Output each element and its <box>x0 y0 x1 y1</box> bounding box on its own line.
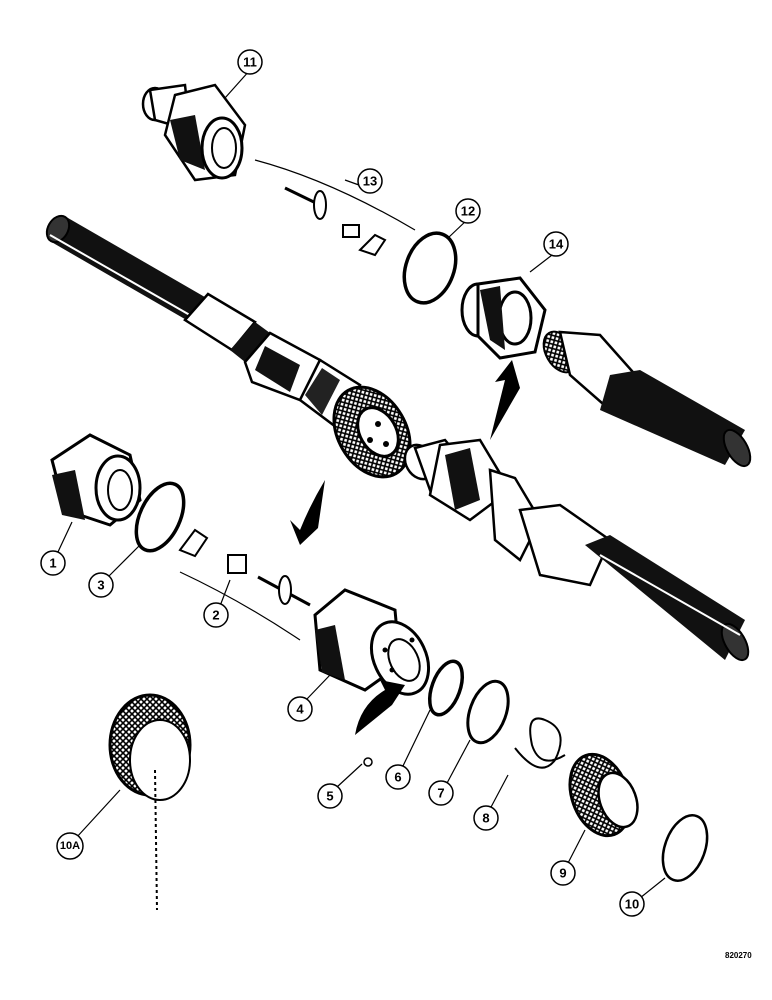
callouts: 11 13 12 14 1 3 2 4 5 6 7 8 9 10 10A <box>40 49 645 917</box>
part-3-o-ring <box>134 481 186 553</box>
svg-text:10A: 10A <box>60 840 80 852</box>
callout-2: 2 <box>203 602 229 628</box>
callout-13: 13 <box>357 168 383 194</box>
part-9-knurled-sleeve <box>568 752 639 838</box>
part-7-backup-ring <box>466 679 510 745</box>
callout-8: 8 <box>473 805 499 831</box>
callout-1: 1 <box>40 550 66 576</box>
svg-text:10: 10 <box>625 897 639 912</box>
part-4-coupler-body <box>313 588 431 696</box>
callout-11: 11 <box>237 49 263 75</box>
part-5-ball <box>363 757 373 767</box>
svg-text:7: 7 <box>437 786 444 801</box>
svg-text:8: 8 <box>482 811 489 826</box>
svg-text:2: 2 <box>212 608 219 623</box>
callout-6: 6 <box>385 764 411 790</box>
callout-4: 4 <box>287 696 313 722</box>
part-10a-dust-cap <box>108 693 192 911</box>
assembly-arrows <box>290 360 520 735</box>
part-14-hex-fitting <box>460 276 547 360</box>
reference-code: 820270 <box>725 951 752 960</box>
svg-text:13: 13 <box>363 174 377 189</box>
svg-text:12: 12 <box>461 204 475 219</box>
upper-coupler <box>243 331 412 479</box>
part-1-hex-nut <box>50 433 142 527</box>
callout-3: 3 <box>88 572 114 598</box>
callout-7: 7 <box>428 780 454 806</box>
callout-14: 14 <box>543 231 569 257</box>
part-6-o-ring <box>427 659 465 717</box>
svg-text:5: 5 <box>326 789 333 804</box>
part-13-valve-assembly <box>254 159 416 257</box>
callout-12: 12 <box>455 198 481 224</box>
callout-9: 9 <box>550 860 576 886</box>
right-hose-end <box>542 330 752 468</box>
callout-10a: 10A <box>56 832 84 860</box>
part-10-snap-ring <box>661 814 709 882</box>
svg-text:11: 11 <box>243 55 257 70</box>
callout-5: 5 <box>317 783 343 809</box>
svg-text:6: 6 <box>394 770 401 785</box>
part-8-spring <box>514 717 566 769</box>
part-2-valve-assembly <box>178 528 311 641</box>
part-11-adapter <box>141 83 247 182</box>
svg-text:3: 3 <box>97 578 104 593</box>
svg-text:4: 4 <box>296 702 304 717</box>
callout-10: 10 <box>619 891 645 917</box>
lower-hose <box>403 438 750 662</box>
svg-text:1: 1 <box>49 556 56 571</box>
part-12-o-ring <box>402 231 458 305</box>
svg-text:9: 9 <box>559 866 566 881</box>
leader-lines <box>56 69 666 899</box>
svg-text:14: 14 <box>549 237 564 252</box>
upper-hose <box>45 214 270 362</box>
